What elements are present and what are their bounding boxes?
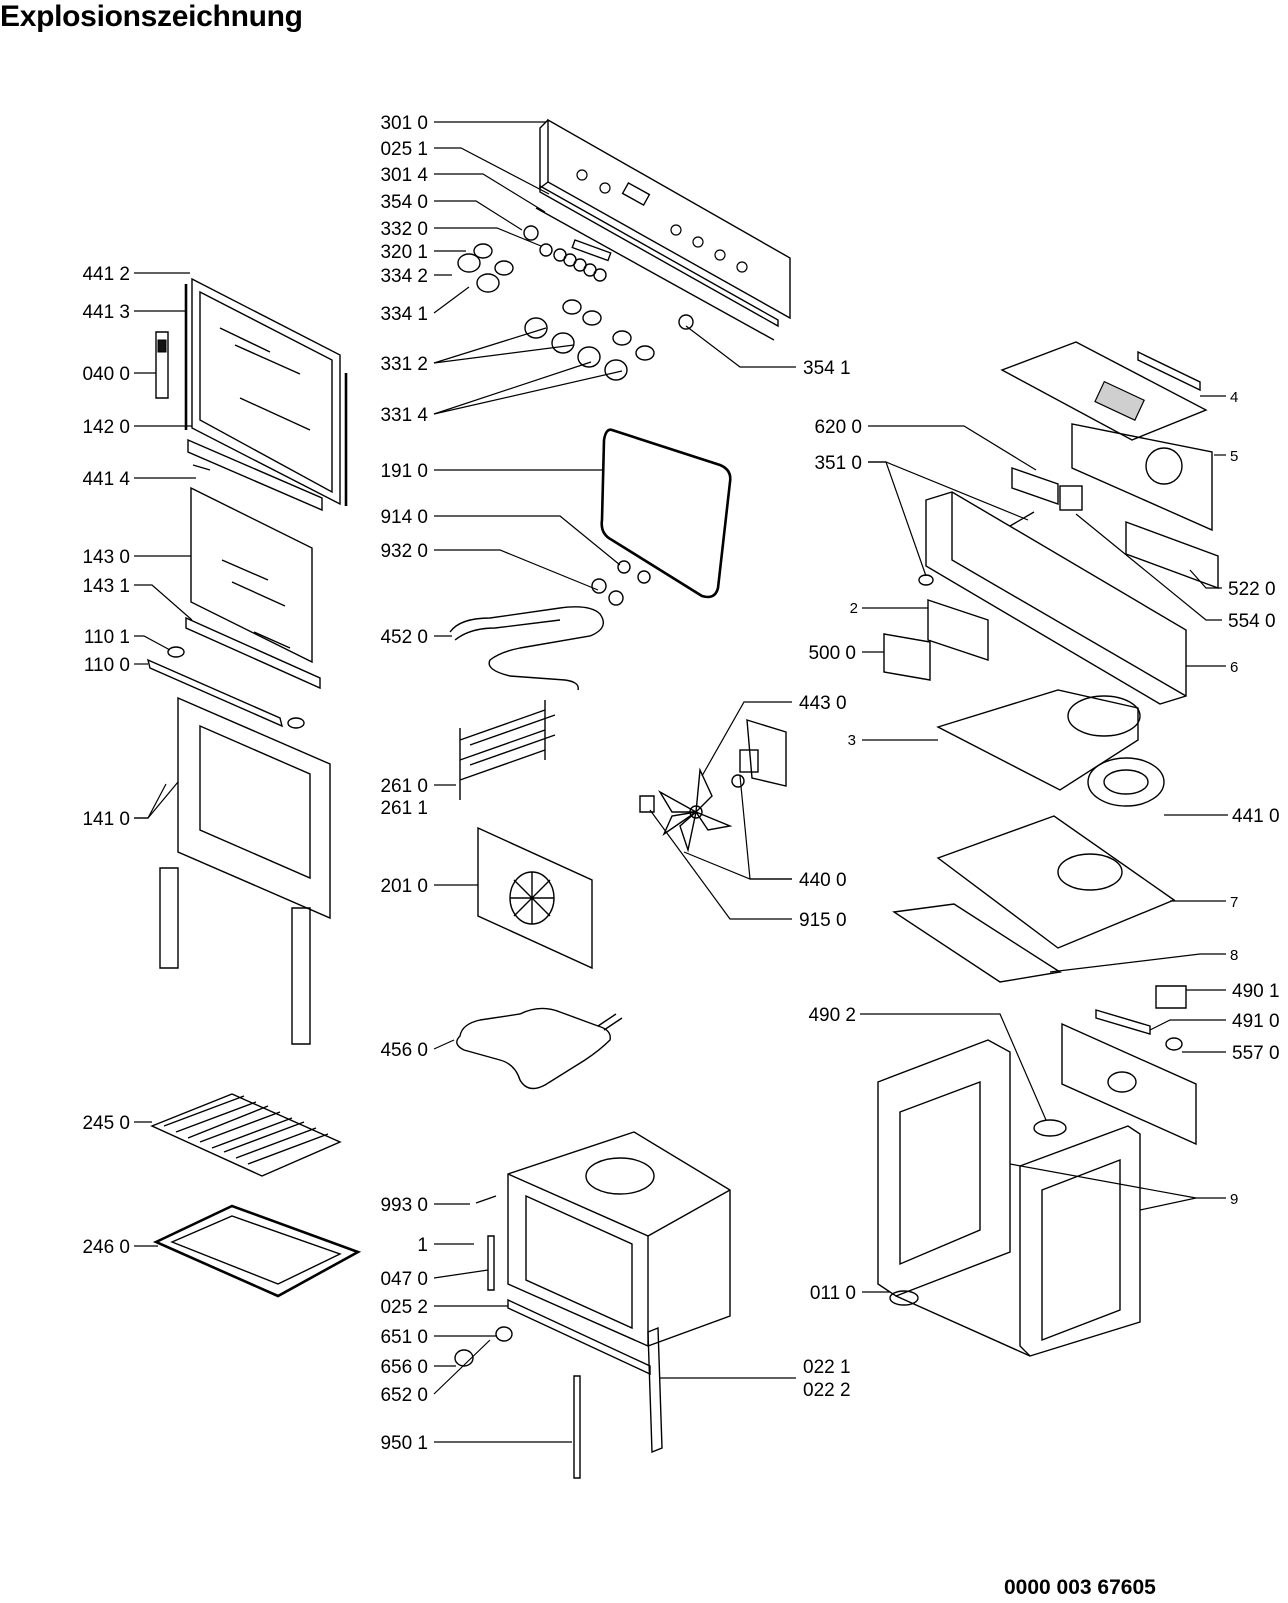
callout-354-0: 354 0 xyxy=(380,192,428,213)
callout-025-1: 025 1 xyxy=(380,139,428,160)
callout-022-2: 022 2 xyxy=(803,1380,851,1401)
callout-7: 7 xyxy=(1230,894,1238,911)
callout-334-2: 334 2 xyxy=(380,266,428,287)
callout-491-0: 491 0 xyxy=(1232,1011,1280,1032)
callout-915-0: 915 0 xyxy=(799,910,847,931)
callout-261-0: 261 0 xyxy=(380,776,428,797)
callout-354-1: 354 1 xyxy=(803,358,851,379)
callout-334-1: 334 1 xyxy=(380,304,428,325)
callout-320-1: 320 1 xyxy=(380,242,428,263)
callout-040-0: 040 0 xyxy=(82,364,130,385)
callout-labels: 301 0 025 1 301 4 354 0 332 0 320 1 334 … xyxy=(82,113,1279,1454)
callout-332-0: 332 0 xyxy=(380,219,428,240)
callout-440-0: 440 0 xyxy=(799,870,847,891)
callout-2: 2 xyxy=(850,600,858,617)
callout-191-0: 191 0 xyxy=(380,461,428,482)
callout-490-1: 490 1 xyxy=(1232,981,1280,1002)
parts-illustration xyxy=(146,118,1219,1479)
callout-301-4: 301 4 xyxy=(380,165,428,186)
callout-441-0: 441 0 xyxy=(1232,806,1280,827)
callout-4: 4 xyxy=(1230,389,1238,406)
callout-932-0: 932 0 xyxy=(380,541,428,562)
callout-331-4: 331 4 xyxy=(380,405,428,426)
callout-441-3: 441 3 xyxy=(82,302,130,323)
callout-557-0: 557 0 xyxy=(1232,1043,1280,1064)
callout-201-0: 201 0 xyxy=(380,876,428,897)
callout-9: 9 xyxy=(1230,1191,1238,1208)
callout-3: 3 xyxy=(848,732,856,749)
callout-441-2: 441 2 xyxy=(82,264,130,285)
callout-522-0: 522 0 xyxy=(1228,579,1276,600)
callout-141-0: 141 0 xyxy=(82,809,130,830)
callout-110-0: 110 0 xyxy=(84,655,130,676)
callout-441-4: 441 4 xyxy=(82,469,130,490)
callout-993-0: 993 0 xyxy=(380,1195,428,1216)
callout-331-2: 331 2 xyxy=(380,354,428,375)
callout-142-0: 142 0 xyxy=(82,417,130,438)
callout-950-1: 950 1 xyxy=(380,1433,428,1454)
callout-652-0: 652 0 xyxy=(380,1385,428,1406)
callout-047-0: 047 0 xyxy=(380,1269,428,1290)
callout-620-0: 620 0 xyxy=(814,417,862,438)
callout-245-0: 245 0 xyxy=(82,1113,130,1134)
callout-110-1: 110 1 xyxy=(84,627,130,648)
callout-456-0: 456 0 xyxy=(380,1040,428,1061)
document-number: 0000 003 67605 xyxy=(1004,1576,1156,1599)
callout-443-0: 443 0 xyxy=(799,693,847,714)
callout-452-0: 452 0 xyxy=(380,627,428,648)
leader-lines xyxy=(134,121,1228,1443)
callout-656-0: 656 0 xyxy=(380,1357,428,1378)
callout-351-0: 351 0 xyxy=(814,453,862,474)
callout-651-0: 651 0 xyxy=(380,1327,428,1348)
callout-143-0: 143 0 xyxy=(82,547,130,568)
callout-025-2: 025 2 xyxy=(380,1297,428,1318)
callout-301-0: 301 0 xyxy=(380,113,428,134)
diagram-title: Explosionszeichnung xyxy=(0,0,303,33)
callout-8: 8 xyxy=(1230,947,1238,964)
callout-022-1: 022 1 xyxy=(803,1357,851,1378)
callout-1: 1 xyxy=(417,1235,428,1256)
callout-011-0: 011 0 xyxy=(810,1283,856,1304)
callout-554-0: 554 0 xyxy=(1228,611,1276,632)
callout-500-0: 500 0 xyxy=(808,643,856,664)
callout-261-1: 261 1 xyxy=(380,798,428,819)
callout-914-0: 914 0 xyxy=(380,507,428,528)
callout-6: 6 xyxy=(1230,659,1238,676)
callout-246-0: 246 0 xyxy=(82,1237,130,1258)
callout-143-1: 143 1 xyxy=(82,576,130,597)
callout-5: 5 xyxy=(1230,448,1238,465)
callout-490-2: 490 2 xyxy=(808,1005,856,1026)
